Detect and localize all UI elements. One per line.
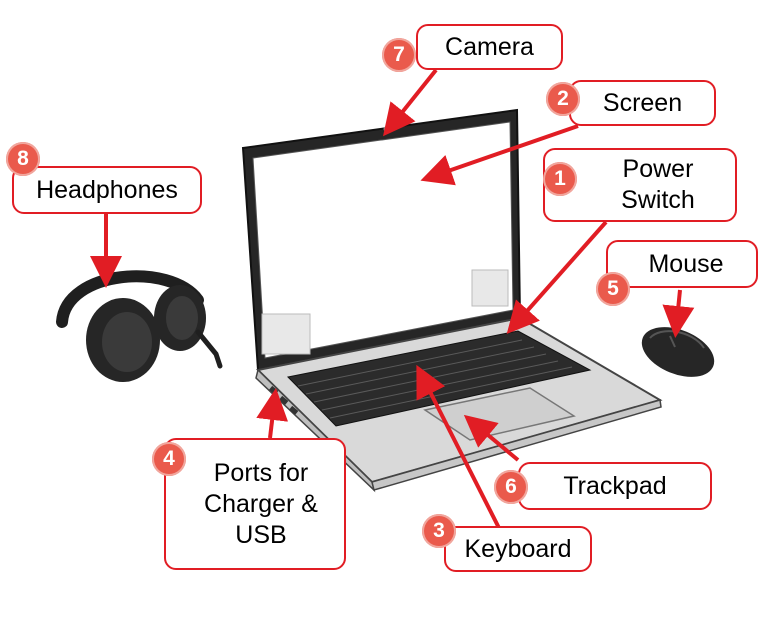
headphones-image [56, 270, 223, 382]
badge-ports: 4 [152, 442, 186, 476]
callout-ports-label: Ports for Charger & USB [204, 458, 318, 549]
callout-trackpad-label: Trackpad [563, 471, 667, 500]
callout-screen: Screen [569, 80, 716, 126]
callout-power-switch-label: Power Switch [621, 155, 695, 214]
badge-headphones: 8 [6, 142, 40, 176]
callout-mouse: Mouse [606, 240, 758, 288]
callout-headphones-label: Headphones [36, 175, 178, 204]
badge-keyboard: 3 [422, 514, 456, 548]
badge-camera: 7 [382, 38, 416, 72]
callout-screen-label: Screen [602, 88, 683, 117]
callout-camera-label: Camera [445, 32, 534, 61]
callout-keyboard-label: Keyboard [464, 534, 572, 563]
badge-trackpad: 6 [494, 470, 528, 504]
callout-keyboard: Keyboard [444, 526, 592, 572]
badge-screen: 2 [546, 82, 580, 116]
callout-power-switch: Power Switch [543, 148, 737, 222]
left-speaker-grille [261, 313, 311, 355]
right-speaker-grille [471, 269, 509, 307]
badge-mouse: 5 [596, 272, 630, 306]
callout-trackpad: Trackpad [518, 462, 712, 510]
badge-power-switch: 1 [543, 162, 577, 196]
callout-mouse-label: Mouse [648, 249, 724, 278]
callout-headphones: Headphones [12, 166, 202, 214]
trackpad [423, 387, 576, 441]
callout-ports: Ports for Charger & USB [164, 438, 346, 570]
callout-camera: Camera [416, 24, 563, 70]
callout-arrows [90, 68, 695, 531]
